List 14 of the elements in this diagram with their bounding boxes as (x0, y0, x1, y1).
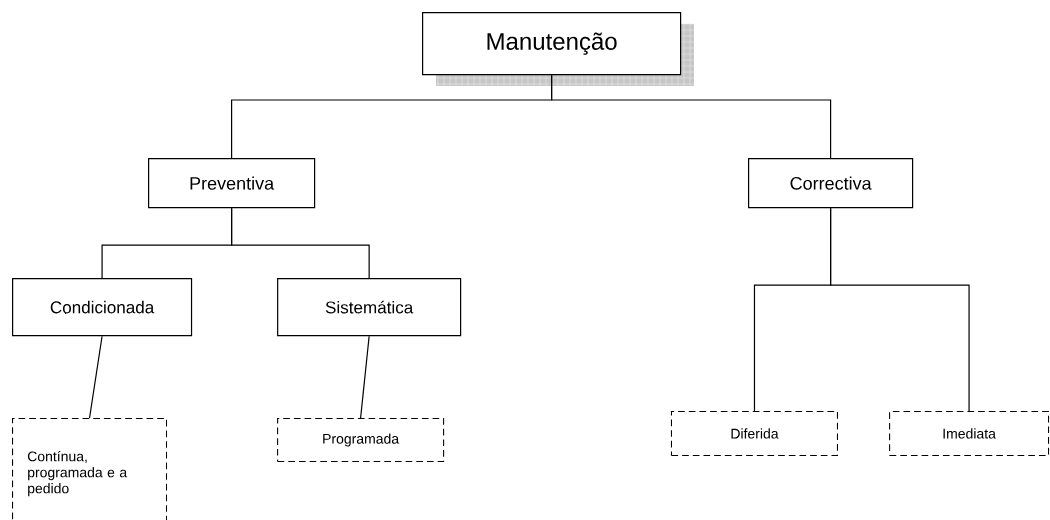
category-box: Correctiva (748, 158, 914, 209)
connector-line (830, 207, 970, 412)
category-box: Sistemática (277, 278, 462, 337)
connector-line (360, 335, 370, 419)
connector-line (88, 335, 103, 419)
dashed-box: Contínua, programada e a pedido (12, 418, 168, 520)
category-box: Condicionada (12, 278, 193, 337)
category-box: Preventiva (148, 158, 316, 209)
connector-line (551, 74, 832, 159)
connector-line (231, 207, 370, 279)
dashed-box: Programada (277, 418, 445, 462)
dashed-box: Diferida (670, 410, 838, 456)
title-box: Manutenção (422, 12, 695, 87)
dashed-box: Imediata (889, 410, 1050, 456)
